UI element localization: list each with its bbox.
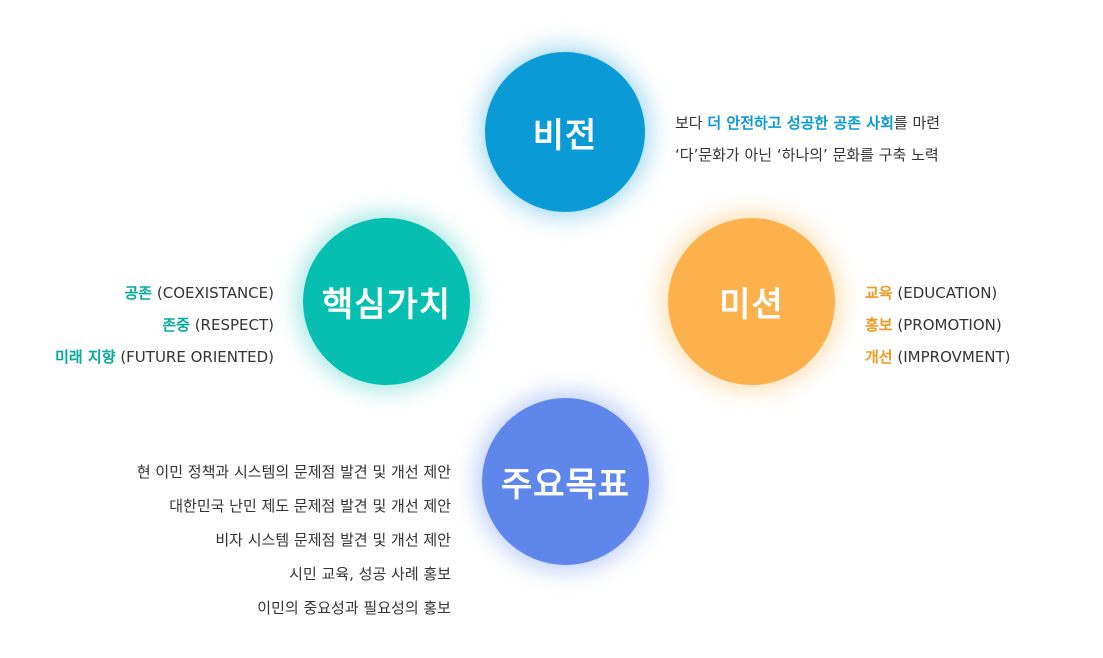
core-value-item: 공존 (COEXISTANCE) — [55, 277, 274, 309]
mission-ko: 개선 — [865, 348, 893, 366]
core-value-ko: 존중 — [162, 316, 190, 334]
core-value-en: (RESPECT) — [194, 316, 274, 334]
goal-item: 시민 교육, 성공 사례 홍보 — [289, 565, 451, 583]
mission-item: 개선 (IMPROVMENT) — [865, 341, 1011, 373]
core-value-en: (FUTURE ORIENTED) — [120, 348, 274, 366]
mission-list: 교육 (EDUCATION) 홍보 (PROMOTION) 개선 (IMPROV… — [865, 277, 1011, 373]
mission-en: (EDUCATION) — [897, 284, 998, 302]
mission-ko: 홍보 — [865, 316, 893, 334]
vision-line-1-highlight: 더 안전하고 성공한 공존 사회 — [707, 114, 894, 132]
goal-item: 대한민국 난민 제도 문제점 발견 및 개선 제안 — [169, 497, 451, 515]
core-values-circle: 핵심가치 — [303, 218, 470, 385]
core-value-en: (COEXISTANCE) — [156, 284, 274, 302]
vision-circle: 비전 — [485, 52, 645, 212]
core-values-list: 공존 (COEXISTANCE) 존중 (RESPECT) 미래 지향 (FUT… — [55, 277, 274, 373]
core-value-ko: 미래 지향 — [55, 348, 116, 366]
mission-en: (PROMOTION) — [897, 316, 1002, 334]
mission-circle: 미션 — [668, 218, 835, 385]
core-value-item: 미래 지향 (FUTURE ORIENTED) — [55, 341, 274, 373]
goals-circle: 주요목표 — [482, 398, 649, 565]
core-value-item: 존중 (RESPECT) — [55, 309, 274, 341]
goal-item: 현 이민 정책과 시스템의 문제점 발견 및 개선 제안 — [136, 463, 451, 481]
mission-item: 홍보 (PROMOTION) — [865, 309, 1011, 341]
goals-title: 주요목표 — [500, 465, 631, 505]
goal-item: 비자 시스템 문제점 발견 및 개선 제안 — [215, 531, 451, 549]
core-values-title: 핵심가치 — [321, 285, 452, 325]
vision-line-1-suffix: 를 마련 — [893, 114, 941, 132]
vision-line-1-prefix: 보다 — [675, 114, 708, 132]
mission-item: 교육 (EDUCATION) — [865, 277, 1011, 309]
mission-ko: 교육 — [865, 284, 893, 302]
vision-title: 비전 — [532, 115, 598, 156]
goal-item: 이민의 중요성과 필요성의 홍보 — [257, 599, 451, 617]
vision-line-2: ‘다’문화가 아닌 ‘하나의’ 문화를 구축 노력 — [675, 146, 939, 164]
mission-en: (IMPROVMENT) — [897, 348, 1011, 366]
mission-title: 미션 — [719, 285, 784, 325]
vision-description: 보다 더 안전하고 성공한 공존 사회를 마련 ‘다’문화가 아닌 ‘하나의’ … — [675, 107, 940, 171]
vision-line-1: 보다 더 안전하고 성공한 공존 사회를 마련 — [675, 107, 940, 139]
core-value-ko: 공존 — [124, 284, 153, 302]
goals-list: 현 이민 정책과 시스템의 문제점 발견 및 개선 제안 대한민국 난민 제도 … — [137, 455, 451, 625]
